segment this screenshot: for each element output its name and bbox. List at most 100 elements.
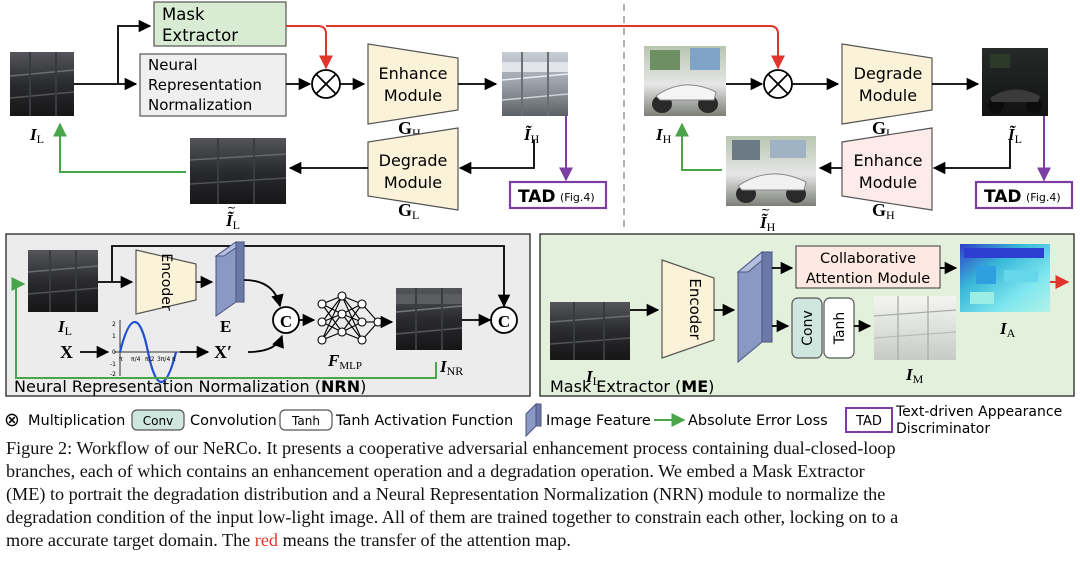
nrn-label-X: X (60, 342, 73, 362)
svg-text:Collaborative: Collaborative (820, 251, 916, 267)
me-encoder: Encoder (661, 259, 715, 359)
nrn-feature-block (214, 241, 246, 317)
legend-tad-swatch (845, 407, 893, 433)
svg-text:π: π (172, 356, 176, 363)
nrn-loss-arrow (11, 277, 437, 379)
arrow-to-mask (117, 19, 152, 84)
input-low-light-image (9, 52, 75, 116)
svg-text:Representation: Representation (148, 76, 262, 94)
enhanced-image-left (501, 52, 569, 116)
legend-tad-swatch-label: TAD (855, 414, 882, 429)
enhance-module-left: Enhance Module (367, 43, 459, 125)
nrn-output-image (395, 288, 463, 350)
svg-text:Module: Module (859, 86, 917, 105)
svg-text:C: C (280, 312, 292, 331)
legend-multiplication: Multiplication (28, 413, 125, 429)
nrn-arrow-X-prime-to-concat (247, 334, 284, 353)
arrow-output-to-degrade (458, 140, 535, 175)
legend-conv-swatch-label: Conv (143, 414, 173, 428)
svg-text:π: π (119, 356, 123, 363)
svg-text:π/2: π/2 (145, 356, 155, 363)
nrn-label-F-mlp: FMLP (327, 351, 362, 372)
legend-tad-line1: Text-driven Appearance (895, 404, 1062, 420)
label-I-H: IH (655, 125, 672, 146)
legend-tanh-swatch-label: Tanh (291, 414, 320, 428)
legend-convolution: Convolution (190, 413, 277, 429)
attention-map-image (960, 244, 1050, 312)
svg-text:Extractor: Extractor (162, 26, 238, 45)
svg-text:Neural: Neural (148, 56, 197, 74)
enhance-module-right: Enhance Module (841, 127, 933, 211)
double-tilde-mark-left: ~ (227, 201, 236, 214)
nrn-concat-node: C (272, 306, 300, 334)
nrn-final-concat-node: C (490, 306, 518, 334)
degrade-module-right: Degrade Module (841, 43, 933, 125)
svg-text:Enhance: Enhance (379, 64, 448, 83)
caption-line-3: (ME) to portrait the degradation distrib… (6, 484, 886, 504)
caption-line-5: more accurate target domain. The red mea… (6, 530, 571, 550)
degraded-image-right (982, 48, 1048, 116)
multiplication-node-right (763, 69, 793, 99)
multiplication-node-left (311, 69, 341, 99)
legend-tad-line2: Discriminator (896, 421, 990, 437)
svg-text:Tanh: Tanh (832, 312, 848, 346)
me-feature-block (736, 250, 774, 364)
double-tilde-mark-right: ~ (761, 203, 770, 216)
mlp-network-icon (317, 291, 383, 345)
legend-multiplication-symbol: ⊗ (4, 409, 20, 431)
label-I-H-dtilde: ĨH (759, 213, 776, 234)
svg-text:TAD: TAD (984, 187, 1022, 207)
reconstructed-low-light-left (189, 138, 287, 204)
attention-arrow-left (286, 25, 333, 70)
tad-box-right: TAD (Fig.4) (974, 180, 1074, 210)
svg-text:Conv: Conv (800, 310, 816, 346)
nrn-encoder: Encoder (135, 249, 197, 315)
svg-text:Attention Module: Attention Module (806, 271, 930, 287)
nrn-panel-title: Neural Representation Normalization (NRN… (14, 377, 366, 396)
caption-line-1: Figure 2: Workflow of our NeRCo. It pres… (6, 438, 896, 458)
svg-text:Module: Module (384, 173, 442, 192)
caption-line-4: degradation condition of the input low-l… (6, 507, 899, 527)
svg-text:Degrade: Degrade (379, 151, 448, 170)
legend-tanh: Tanh Activation Function (335, 413, 513, 429)
nrn-panel: IL Encoder E X 2 1 0 -1 -2 π π/4 (5, 233, 531, 397)
svg-text:0: 0 (112, 349, 116, 356)
label-I-L-dtilde: ĨL (225, 211, 240, 232)
label-I-H-tilde: ĨH (523, 125, 540, 146)
svg-text:-2: -2 (110, 371, 116, 378)
top-right-loop: IH Degrade Module GL ĨL TAD (Fig (326, 25, 1074, 234)
svg-text:Enhance: Enhance (854, 151, 923, 170)
svg-text:Mask: Mask (162, 5, 205, 24)
tad-box-left: TAD (Fig.4) (508, 180, 608, 210)
svg-text:Encoder: Encoder (158, 253, 174, 310)
svg-text:TAD: TAD (518, 187, 556, 207)
svg-text:(Fig.4): (Fig.4) (560, 191, 595, 204)
legend-feature-swatch (525, 402, 542, 438)
svg-text:Normalization: Normalization (148, 96, 252, 114)
svg-text:Encoder: Encoder (686, 278, 704, 340)
top-left-loop: IL Mask Extractor Neural Representation … (9, 1, 608, 232)
svg-text:Module: Module (384, 86, 442, 105)
legend-conv-swatch (131, 409, 185, 431)
attention-arrow-transfer (326, 25, 785, 70)
caption-line-2: branches, each of which contains an enha… (6, 461, 865, 481)
svg-text:3π/4: 3π/4 (157, 356, 170, 363)
legend-image-feature: Image Feature (546, 413, 651, 429)
svg-text:1: 1 (112, 333, 116, 340)
nrn-label-E: E (220, 317, 231, 336)
nrn-input-image (27, 250, 99, 312)
me-conv-block: Conv (791, 297, 823, 359)
svg-text:Degrade: Degrade (854, 64, 923, 83)
svg-text:C: C (498, 312, 510, 331)
caption-red-word: red (254, 530, 279, 550)
loss-arrow-right (675, 122, 722, 171)
legend-tanh-swatch (279, 409, 333, 431)
svg-text:π/4: π/4 (131, 356, 141, 363)
nrn-skip-connection (111, 245, 511, 308)
svg-text:(Fig.4): (Fig.4) (1026, 191, 1061, 204)
label-I-L: IL (29, 125, 44, 146)
nrn-box: Neural Representation Normalization (139, 53, 287, 117)
collaborative-attention-module: Collaborative Attention Module (795, 245, 941, 289)
reconstructed-normal-light-right (726, 136, 816, 206)
